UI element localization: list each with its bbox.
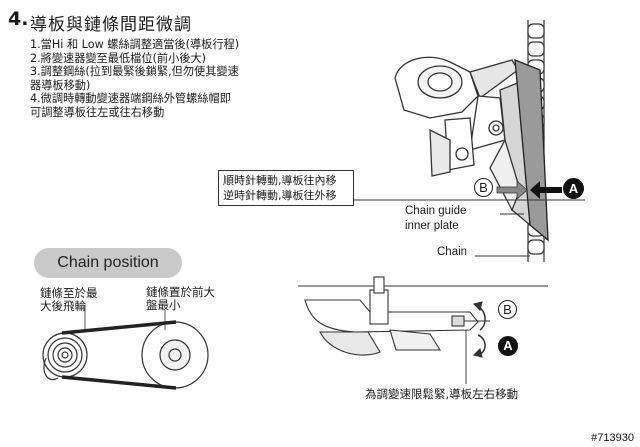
marker-b-icon: B xyxy=(498,300,517,319)
instruction-line: 可調整導板往左或往右移動 xyxy=(30,105,165,119)
marker-b-label: B xyxy=(479,180,488,195)
front-position-line1: 鏈條置於前大 xyxy=(146,285,215,299)
guide-plate-label: Chain guide inner plate xyxy=(405,204,466,234)
adjust-arrows xyxy=(496,180,562,200)
chain-position-diagram xyxy=(42,305,209,390)
chain-label: Chain xyxy=(437,246,468,258)
instruction-line: 1.當Hi 和 Low 螺絲調整適當後(導板行程) xyxy=(30,38,240,51)
guide-plate-label-line1: Chain guide xyxy=(405,205,467,217)
marker-a-icon: A xyxy=(563,178,584,199)
instruction-line: 4.微調時轉動變速器端鋼絲外管螺絲帽即 xyxy=(30,92,231,105)
marker-a-icon: A xyxy=(498,336,518,356)
barrel-adjuster-diagram xyxy=(298,276,548,384)
marker-a-label: A xyxy=(503,338,513,353)
callout-clockwise: 順時針轉動,導板往內移 xyxy=(223,174,337,187)
leader-lines xyxy=(354,199,585,257)
rear-position-line1: 鏈條至於最 xyxy=(40,286,98,300)
instruction-line: 器導板移動) xyxy=(30,78,91,92)
guide-plate-label-line2: inner plate xyxy=(405,220,459,232)
front-position-line2: 盤最小 xyxy=(146,298,181,312)
chain-position-heading: Chain position xyxy=(34,248,182,278)
marker-b-label: B xyxy=(503,302,512,317)
front-position-label: 鏈條置於前大 盤最小 xyxy=(146,286,215,312)
front-derailleur xyxy=(394,56,549,242)
marker-b-icon: B xyxy=(474,178,493,197)
rotation-callout-box: 順時針轉動,導板往內移 逆時針轉動,導板往外移 xyxy=(218,170,354,206)
instruction-list: 1.當Hi 和 Low 螺絲調整適當後(導板行程) 2.將變速器變至最低檔位(前… xyxy=(30,38,239,119)
barrel-adjust-note: 為調變速限鬆緊,導板左右移動 xyxy=(365,387,519,401)
watermark: #713930 xyxy=(591,432,634,444)
marker-a-label: A xyxy=(568,181,579,196)
callout-counterclockwise: 逆時針轉動,導板往外移 xyxy=(223,189,337,202)
step-title: 導板與鏈條間距微調 xyxy=(30,15,192,35)
rear-position-line2: 大後飛輪 xyxy=(40,299,86,313)
step-number: 4. xyxy=(8,8,29,30)
instruction-line: 2.將變速器變至最低檔位(前小後大) xyxy=(30,51,207,65)
rear-position-label: 鏈條至於最 大後飛輪 xyxy=(40,287,98,313)
instruction-line: 3.調整鋼絲(拉到最緊後鎖緊,但勿使其變速 xyxy=(30,65,239,78)
